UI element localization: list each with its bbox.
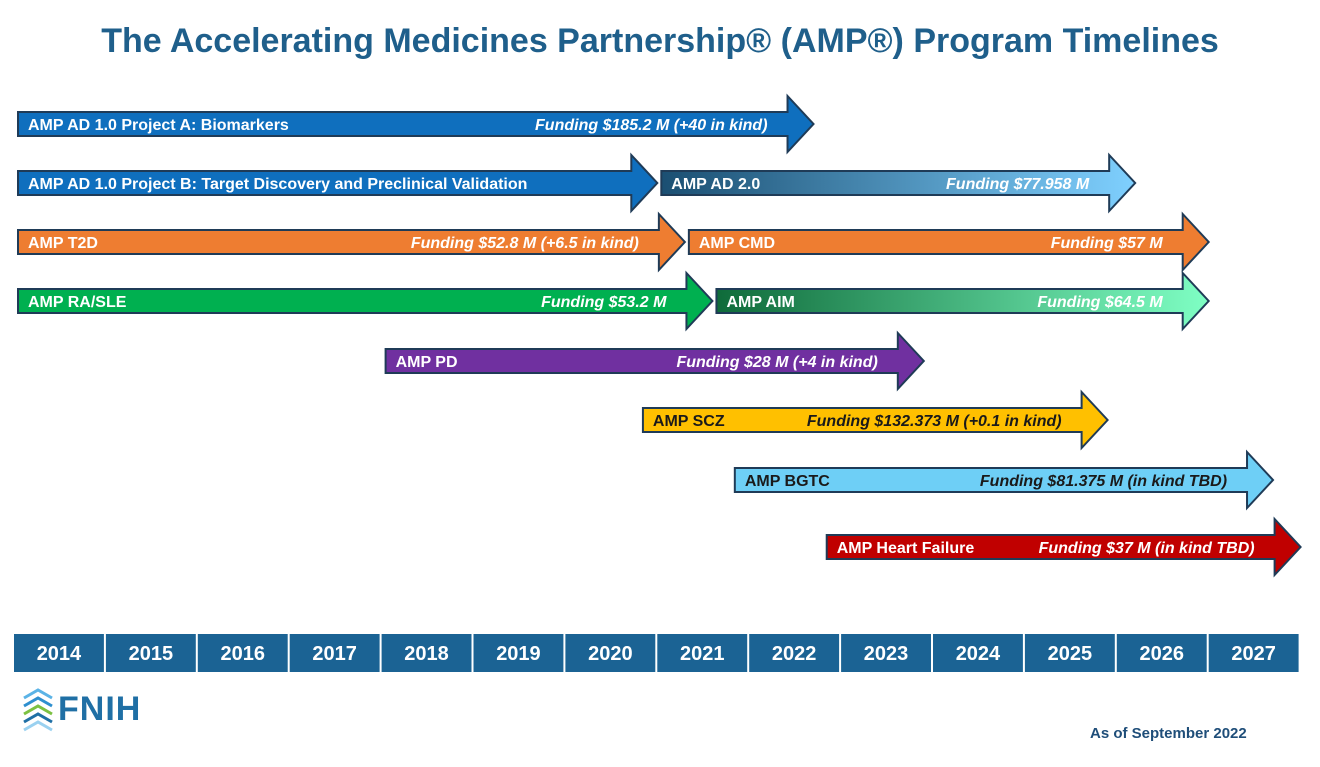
bar-label: AMP T2D	[28, 235, 98, 252]
year-cell	[841, 634, 931, 672]
year-cell	[381, 634, 472, 672]
bar-funding-label: Funding $57 M	[1051, 235, 1164, 252]
timeline-bar	[17, 93, 815, 155]
bar-funding-label: Funding $52.8 M (+6.5 in kind)	[411, 235, 639, 252]
timeline-bar	[733, 449, 1275, 511]
bar-funding-label: Funding $132.373 M (+0.1 in kind)	[807, 413, 1062, 430]
year-axis: 2014 2015 2016 2017 2018 2019 2020 2021 2022 2023…	[14, 634, 1299, 672]
bar-funding-label: Funding $28 M (+4 in kind)	[676, 354, 877, 371]
bar-funding-label: Funding $53.2 M	[541, 294, 667, 311]
year-cell	[105, 634, 196, 672]
bar-funding-label: Funding $77.958 M	[946, 176, 1090, 193]
timeline-bar	[715, 270, 1211, 332]
year-cell	[1024, 634, 1115, 672]
year-tick-label: 2021	[680, 643, 725, 665]
year-tick-label: 2027	[1231, 643, 1276, 665]
timeline-bar	[384, 330, 926, 392]
bar-funding-label: Funding $64.5 M	[1037, 294, 1163, 311]
year-tick-label: 2014	[37, 643, 82, 665]
year-cell	[473, 634, 564, 672]
year-tick-label: 2024	[956, 643, 1001, 665]
timeline-bar	[17, 270, 714, 332]
timeline-bar	[641, 389, 1109, 451]
as-of-date: As of September 2022	[1090, 725, 1247, 742]
year-tick-label: 2019	[496, 643, 541, 665]
fnih-logo-icon	[23, 688, 53, 732]
bar-label: AMP CMD	[699, 235, 775, 252]
timeline-bar	[660, 152, 1137, 214]
bar-label: AMP PD	[396, 354, 458, 371]
year-cell	[1116, 634, 1207, 672]
bar-label: AMP Heart Failure	[837, 540, 975, 557]
year-tick-label: 2026	[1140, 643, 1185, 665]
year-tick-label: 2023	[864, 643, 909, 665]
year-cell	[749, 634, 840, 672]
year-tick-label: 2022	[772, 643, 817, 665]
year-tick-label: 2016	[221, 643, 266, 665]
year-tick-label: 2020	[588, 643, 633, 665]
bar-label: AMP BGTC	[745, 473, 830, 490]
fnih-logo-text: FNIH	[58, 690, 142, 728]
timeline-bar	[17, 152, 659, 214]
year-cell	[197, 634, 288, 672]
year-cell	[657, 634, 748, 672]
bar-label: AMP AD 1.0 Project A: Biomarkers	[28, 117, 289, 134]
year-tick-label: 2018	[404, 643, 449, 665]
year-cell	[289, 634, 380, 672]
year-cell	[565, 634, 656, 672]
bar-funding-label: Funding $81.375 M (in kind TBD)	[980, 473, 1227, 490]
year-tick-label: 2015	[129, 643, 174, 665]
bar-label: AMP AD 1.0 Project B: Target Discovery a…	[28, 176, 527, 193]
year-cell	[1208, 634, 1299, 672]
timeline-bar	[17, 211, 687, 273]
timeline-bar	[687, 211, 1211, 273]
year-cell	[14, 634, 104, 672]
year-cell	[933, 634, 1023, 672]
bar-label: AMP RA/SLE	[28, 294, 127, 311]
bar-funding-label: Funding $37 M (in kind TBD)	[1039, 540, 1255, 557]
bar-funding-label: Funding $185.2 M (+40 in kind)	[535, 117, 767, 134]
year-tick-label: 2017	[312, 643, 357, 665]
bar-label: AMP AIM	[726, 294, 794, 311]
bar-label: AMP AD 2.0	[671, 176, 760, 193]
year-tick-label: 2025	[1048, 643, 1093, 665]
page-title: The Accelerating Medicines Partnership® …	[101, 22, 1219, 60]
timeline-bar	[825, 516, 1302, 578]
bar-label: AMP SCZ	[653, 413, 725, 430]
